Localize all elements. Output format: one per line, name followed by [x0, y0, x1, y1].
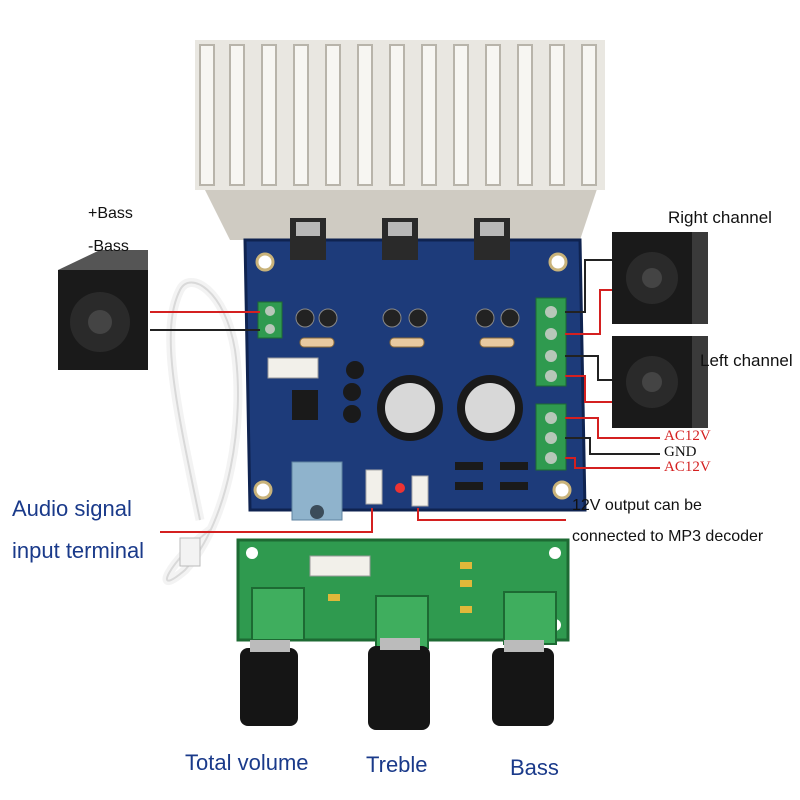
tone-control-board	[236, 538, 570, 730]
treble-label: Treble	[366, 752, 428, 777]
audio-signal-label-line1: Audio signal	[12, 496, 132, 521]
left-channel-label: Left channel	[700, 351, 793, 370]
audio-signal-label-line2: input terminal	[12, 538, 145, 563]
right-channel-label: Right channel	[668, 208, 772, 227]
bass-speaker	[58, 250, 148, 370]
bass-label: Bass	[510, 755, 559, 780]
output-12v-label-line2: connected to MP3 decoder	[572, 528, 764, 545]
total-volume-label: Total volume	[185, 750, 309, 775]
right-channel-speaker	[612, 232, 708, 324]
ac12v-bottom-label: AC12V	[664, 459, 711, 475]
ac12v-top-label: AC12V	[664, 428, 711, 444]
wires	[150, 259, 660, 533]
plus-bass-label: +Bass	[88, 205, 133, 222]
left-channel-speaker	[612, 336, 708, 428]
output-12v-label-line1: 12V output can be	[572, 497, 702, 514]
heatsink	[195, 40, 605, 240]
minus-bass-label: -Bass	[88, 238, 129, 255]
gnd-label: GND	[664, 444, 697, 460]
main-pcb	[243, 218, 587, 521]
